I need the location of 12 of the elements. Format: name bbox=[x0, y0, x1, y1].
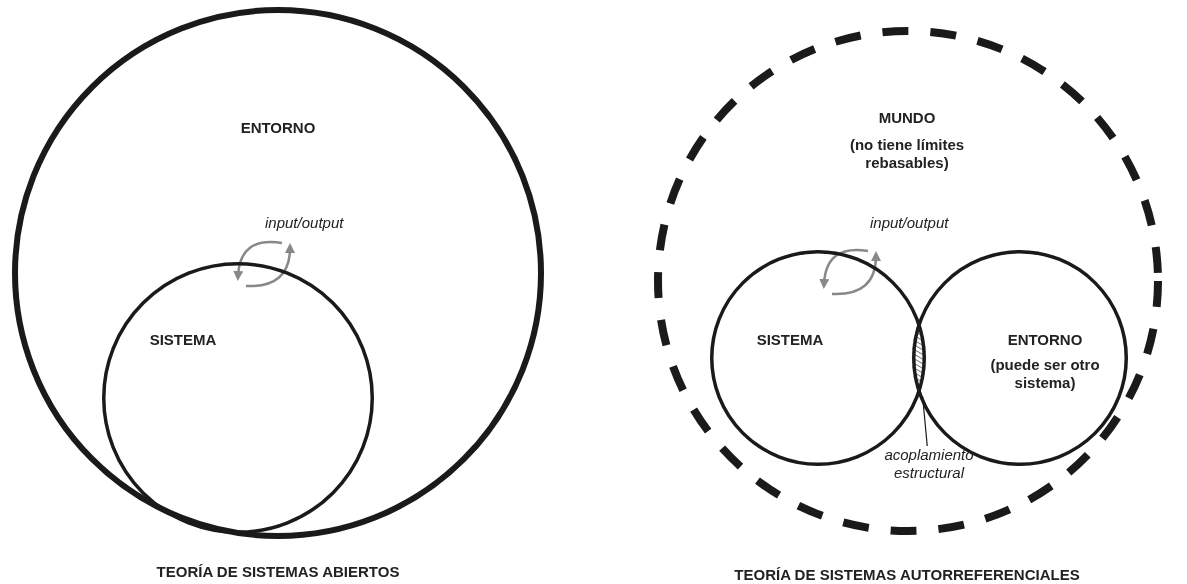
circle-label: ENTORNO bbox=[239, 119, 317, 137]
circle-sublabel: (no tiene límites rebasables) bbox=[848, 136, 966, 172]
diagram-caption: TEORÍA DE SISTEMAS AUTORREFERENCIALES bbox=[733, 566, 1081, 584]
callout-text: acoplamiento estructural bbox=[883, 446, 975, 482]
arrow-label: input/output bbox=[265, 214, 344, 231]
circle-label: SISTEMA bbox=[755, 331, 825, 349]
circle-label: ENTORNO bbox=[1006, 331, 1084, 349]
circle-label: SISTEMA bbox=[148, 331, 218, 349]
circle-label: MUNDO bbox=[877, 109, 937, 127]
circle-sublabel: (puede ser otro sistema) bbox=[989, 356, 1101, 392]
diagram-caption: TEORÍA DE SISTEMAS ABIERTOS bbox=[155, 563, 401, 581]
arrow-label: input/output bbox=[870, 214, 949, 231]
